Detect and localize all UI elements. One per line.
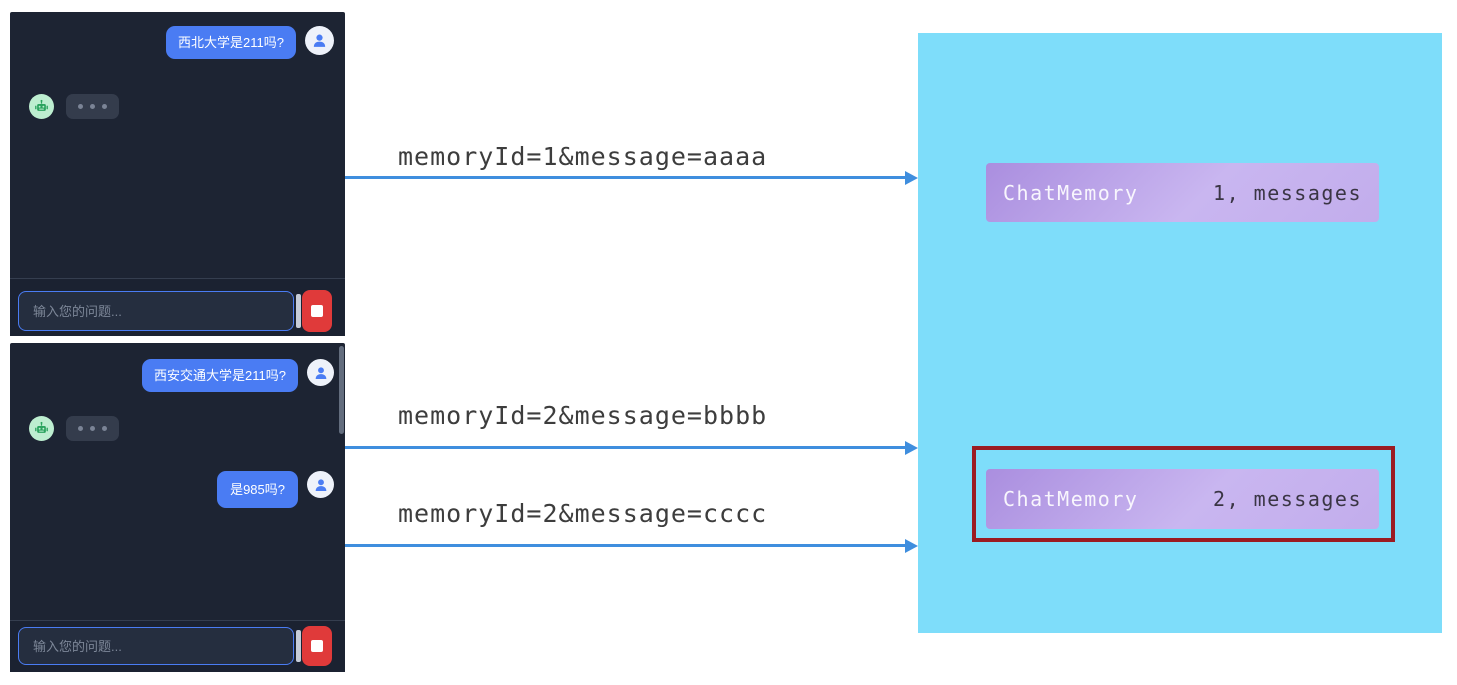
question-input[interactable] [18,627,294,665]
typing-dot [90,104,95,109]
user-message-row: 西北大学是211吗? [10,26,345,59]
person-icon [315,478,326,491]
typing-dot [90,426,95,431]
memory-store-panel: ChatMemory 1, messages ChatMemory 2, mes… [918,33,1442,633]
chat-memory-title: ChatMemory [1003,487,1139,511]
input-scrollbar[interactable] [296,630,301,662]
chat-memory-box-1: ChatMemory 1, messages [986,163,1379,222]
request-params-label-2: memoryId=2&message=bbbb [398,401,768,430]
typing-indicator [66,416,119,441]
bot-avatar [29,94,54,119]
user-message-row: 西安交通大学是211吗? [10,359,345,392]
chat-memory-value: 1, messages [1213,180,1362,205]
request-arrow-2 [345,441,918,455]
request-params-label-3: memoryId=2&message=cccc [398,499,768,528]
user-message-bubble: 是985吗? [217,471,298,508]
typing-indicator [66,94,119,119]
chat-memory-value: 2, messages [1213,487,1362,511]
stop-button[interactable] [302,290,332,332]
typing-dot [102,104,107,109]
robot-icon [35,421,48,433]
stop-button[interactable] [302,626,332,666]
request-arrow-1 [345,171,918,185]
user-avatar [307,359,334,386]
chat-input-bar [10,620,345,672]
request-arrow-3 [345,539,918,553]
question-input[interactable] [18,291,294,331]
bot-avatar [29,416,54,441]
stop-icon [311,305,323,317]
user-message-row: 是985吗? [10,471,345,508]
highlight-outline [972,446,1395,542]
typing-dot [102,426,107,431]
typing-dot [78,104,83,109]
user-message-bubble: 西北大学是211吗? [166,26,296,59]
chat-memory-box-2: ChatMemory 2, messages [986,469,1379,529]
chat-window-1: 西北大学是211吗? [10,12,345,336]
chat-memory-title: ChatMemory [1003,180,1139,205]
request-params-label-1: memoryId=1&message=aaaa [398,142,768,171]
user-avatar [305,26,334,55]
person-icon [315,366,326,379]
bot-message-row [10,94,345,119]
chat-window-2: 西安交通大学是211吗? [10,343,345,672]
robot-icon [35,99,48,111]
stop-icon [311,640,323,652]
bot-message-row [10,416,345,441]
chat-input-bar [10,278,345,336]
user-avatar [307,471,334,498]
input-scrollbar[interactable] [296,294,301,328]
chat-scrollbar[interactable] [339,346,344,434]
typing-dot [78,426,83,431]
user-message-bubble: 西安交通大学是211吗? [142,359,298,392]
person-icon [313,34,326,47]
